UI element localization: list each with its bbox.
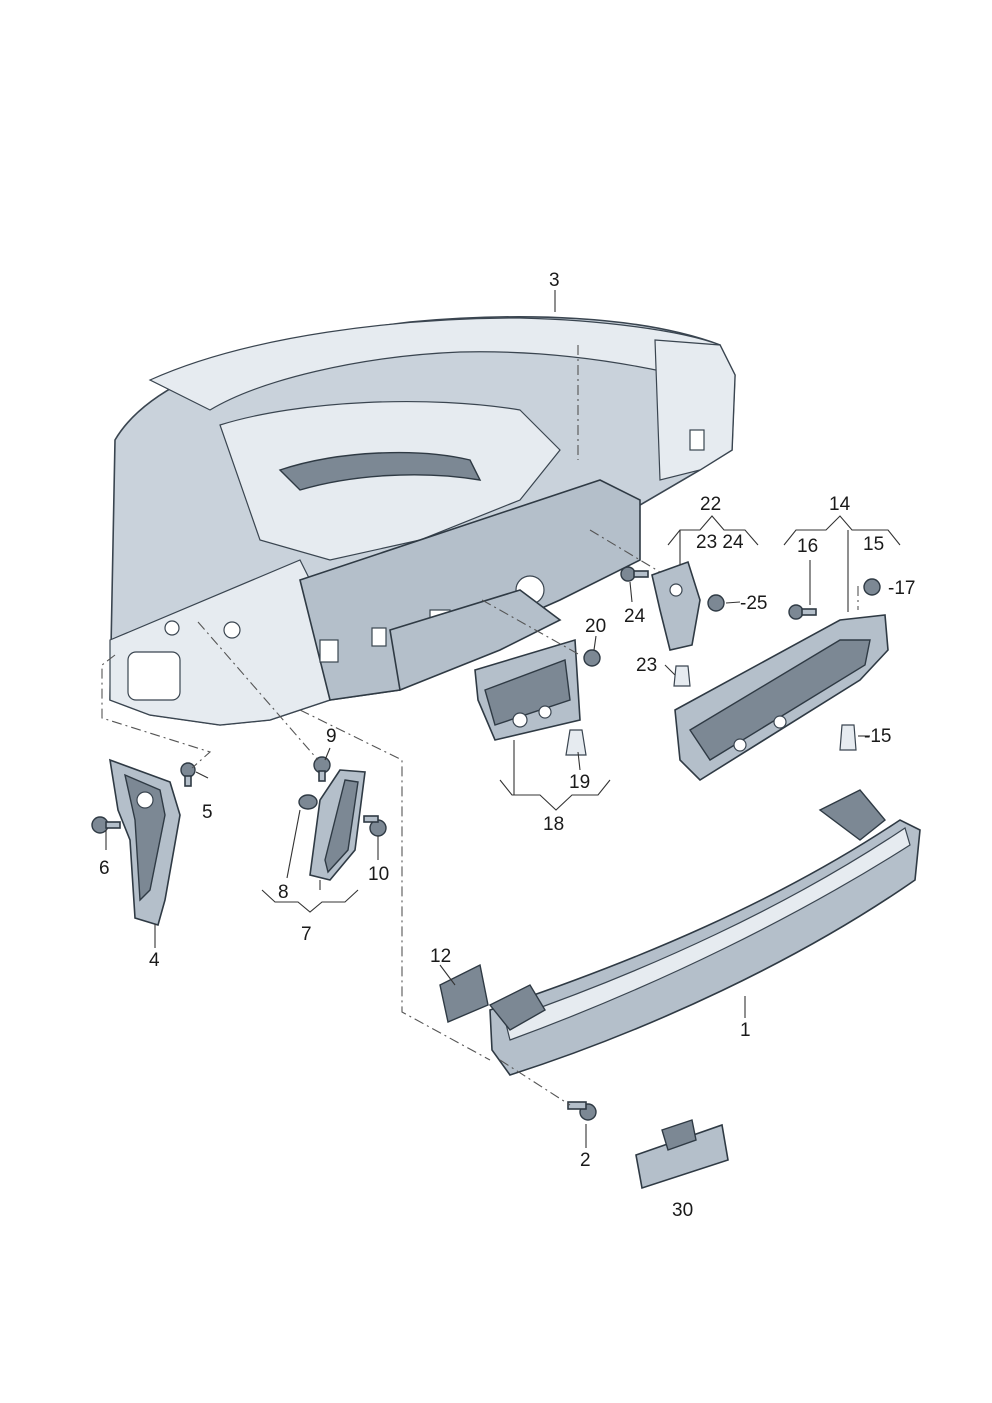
callout-23-24: 23 24 [696,532,744,553]
callout-16: 16 [797,536,818,557]
fastener-2 [567,1101,597,1121]
leader-lines [105,290,901,1148]
fastener-17 [863,578,881,596]
fastener-9 [313,756,331,782]
fastener-5 [180,762,196,787]
callout-20: 20 [585,616,606,637]
rear-body-shell [109,316,736,726]
part-1-crossmember [488,789,921,1076]
callout-15-side: -15 [864,726,891,747]
part-14-bracket [674,614,889,782]
fastener-20 [583,649,601,667]
callout-labels: 1 2 3 4 5 6 7 8 9 10 12 14 15 -15 16 -17… [99,270,915,1221]
callout-4: 4 [149,950,160,971]
callout-6: 6 [99,858,110,879]
callout-2: 2 [580,1150,591,1171]
fastener-16 [788,604,817,620]
callout-25: -25 [740,593,767,614]
callout-17: -17 [888,578,915,599]
fastener-19 [565,729,587,756]
callout-10: 10 [368,864,389,885]
fastener-8 [298,794,318,810]
fastener-10 [363,815,387,837]
part-4-bracket [108,758,181,927]
callout-22: 22 [700,494,721,515]
fastener-24 [620,566,649,582]
part-30-bracket [635,1119,729,1190]
callout-9: 9 [326,726,337,747]
part-7-reinforcement [309,769,366,881]
fastener-25 [707,594,725,612]
body-opening [127,651,181,701]
callout-1: 1 [740,1020,751,1041]
callout-3: 3 [549,270,560,291]
callout-30: 30 [672,1200,693,1221]
callout-12: 12 [430,946,451,967]
fastener-23 [673,665,691,687]
callout-24: 24 [624,606,646,627]
callout-18: 18 [543,814,564,835]
callout-15-top: 15 [863,534,884,555]
callout-14: 14 [829,494,851,515]
callout-23: 23 [636,655,657,676]
callout-5: 5 [202,802,213,823]
fastener-6 [91,816,121,834]
part-12-pad [439,963,489,1023]
alignment-lines [101,529,661,1106]
callout-7: 7 [301,924,312,945]
callout-19: 19 [569,772,590,793]
callout-8: 8 [278,882,289,903]
fastener-15 [839,724,857,751]
part-22-bracket [651,560,701,651]
part-18-bracket [474,638,581,741]
